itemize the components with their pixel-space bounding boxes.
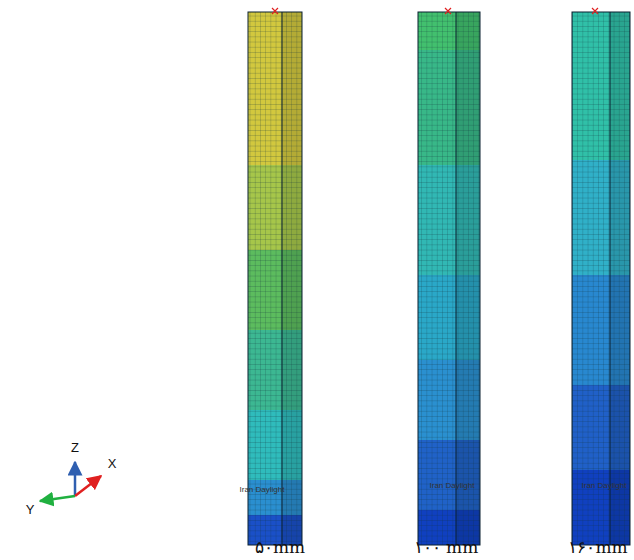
axis-label: X	[108, 457, 117, 471]
column-100	[418, 8, 480, 545]
watermark: Iran Daylight	[430, 482, 475, 491]
watermark: Iran Daylight	[240, 486, 285, 495]
watermark: Iran Daylight	[582, 482, 627, 491]
axis-label: Z	[71, 441, 79, 455]
axis-triad	[40, 462, 101, 501]
dimension-label: ۵۰mm	[255, 538, 305, 557]
column-50	[248, 8, 302, 545]
dimension-label: ۱۰۰ mm	[414, 538, 479, 557]
column-160	[572, 8, 630, 545]
axis-label: Y	[26, 503, 35, 517]
dimension-label: ۱۶۰mm	[568, 538, 627, 557]
